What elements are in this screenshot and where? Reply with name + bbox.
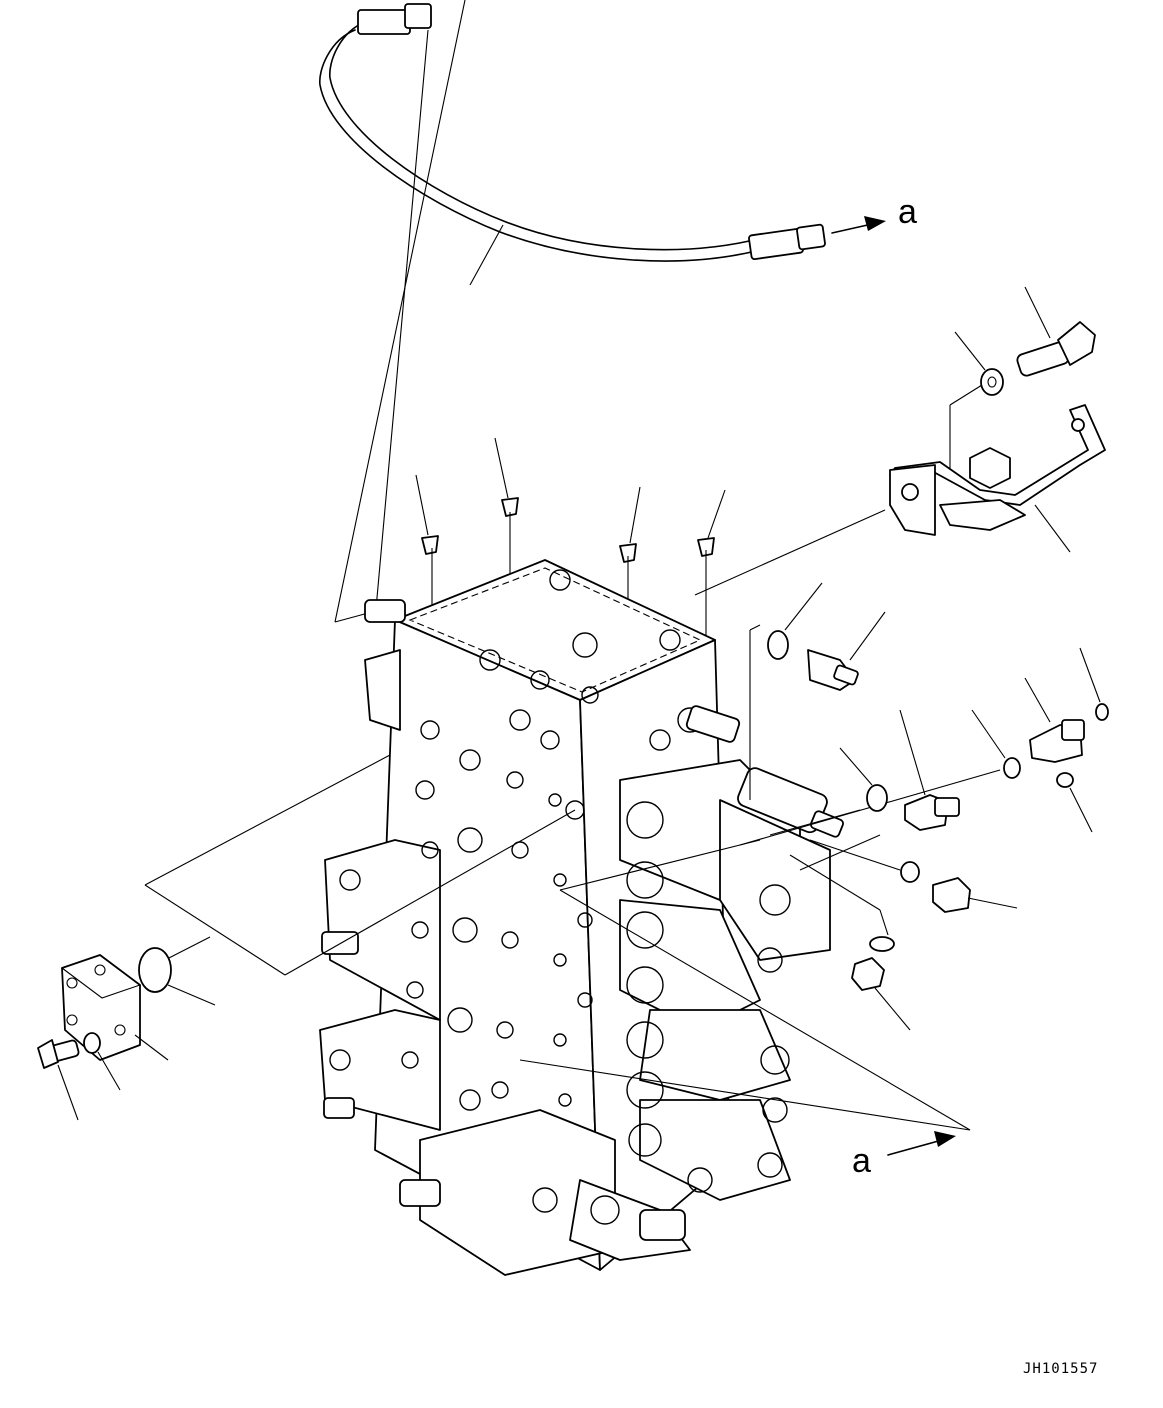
cover-bolt [37,1039,80,1121]
cover-plate [60,954,169,1061]
valve-fittings [321,599,844,1241]
leader-hose-top-2 [374,29,429,621]
cover-o-ring [138,947,216,1006]
reference-arrow-bottom: a [852,1131,956,1180]
cover-washer [83,1032,121,1091]
o-ring-6 [900,861,920,883]
leader-to-a-bottom [559,889,971,1131]
reference-arrow-top: a [831,193,917,234]
small-block [851,957,911,1031]
reference-label-top: a [898,193,917,231]
pressure-sensor-2 [899,709,960,831]
reference-label-bottom: a [852,1142,871,1180]
hose-assembly [319,3,826,286]
o-ring-1 [767,582,823,660]
washer-top-right [954,331,1004,396]
control-valve-body [319,559,831,1276]
pressure-sensor-1 [807,611,886,691]
o-ring-7 [869,936,895,952]
leader-center [559,839,761,891]
leader-bracket-valve [694,509,886,596]
plug-cap [932,877,1018,913]
leader-left-bottom [144,884,286,976]
o-ring-5 [1056,772,1093,833]
hose-nut-right [796,223,826,251]
leader-hose-top [334,0,466,623]
hose-fitting-right [748,227,804,261]
bracket-assembly [889,404,1106,553]
pressure-switch [1024,677,1085,763]
bolt-top-right [1016,286,1096,377]
hose-fitting-top [357,9,411,35]
leader-left-top [144,754,391,886]
hose-nut-top [404,3,432,29]
o-ring-2 [839,747,888,812]
drawing-code: JH101557 [1023,1361,1098,1377]
o-ring-4 [1079,647,1109,721]
o-ring-3 [971,709,1021,779]
valve-ports [329,569,791,1225]
